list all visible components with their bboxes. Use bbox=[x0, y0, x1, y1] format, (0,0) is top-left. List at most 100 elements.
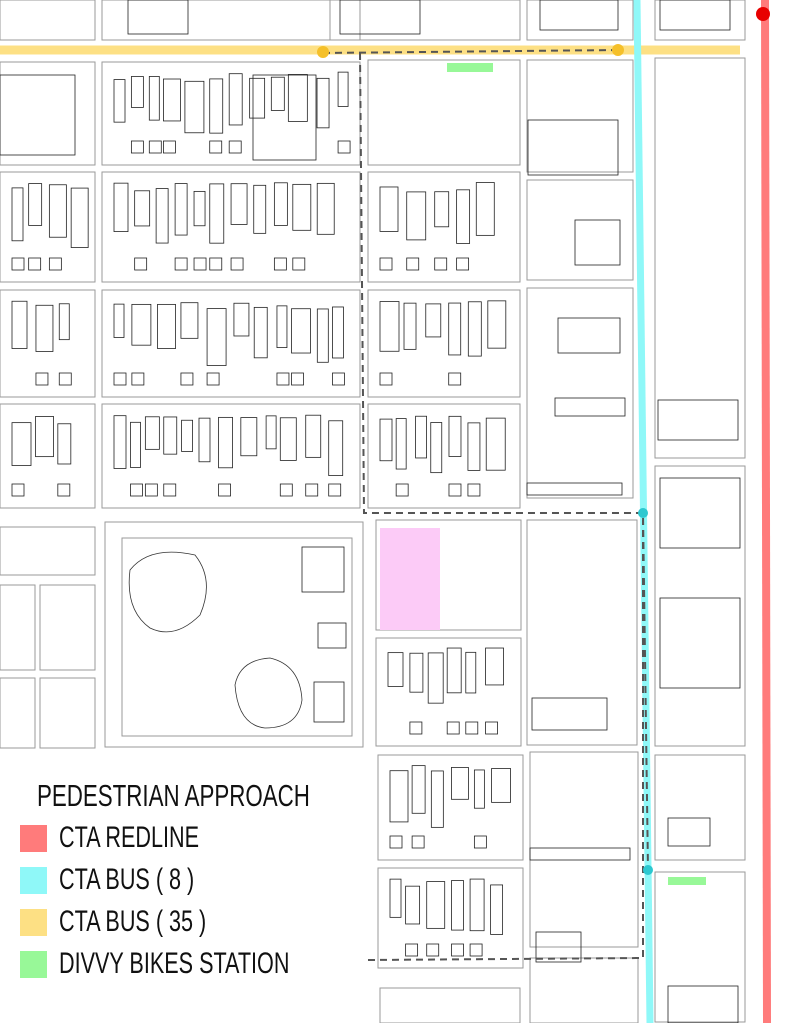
building bbox=[131, 303, 152, 346]
building bbox=[379, 301, 400, 352]
city-block bbox=[379, 987, 521, 1023]
garage bbox=[405, 943, 419, 957]
building bbox=[339, 0, 421, 35]
building bbox=[249, 77, 266, 119]
building bbox=[184, 80, 205, 134]
building bbox=[113, 79, 126, 123]
building bbox=[527, 119, 619, 176]
garage bbox=[411, 835, 425, 849]
building bbox=[113, 415, 127, 469]
building bbox=[467, 422, 481, 471]
building bbox=[28, 183, 43, 226]
building bbox=[206, 308, 227, 366]
bus-8-swatch bbox=[20, 866, 47, 894]
building bbox=[155, 188, 169, 244]
building bbox=[228, 73, 243, 126]
building bbox=[328, 420, 344, 476]
building bbox=[48, 184, 67, 238]
legend-title: PEDESTRIAN APPROACH bbox=[37, 778, 310, 813]
building bbox=[233, 302, 250, 337]
building bbox=[467, 301, 482, 357]
bus-8-stop bbox=[643, 865, 653, 875]
redline-route bbox=[761, 0, 771, 1023]
project-site bbox=[380, 528, 440, 630]
garage bbox=[228, 140, 242, 154]
building bbox=[265, 415, 277, 450]
building bbox=[252, 74, 317, 161]
garage bbox=[35, 372, 49, 386]
building bbox=[301, 546, 345, 593]
building bbox=[574, 219, 621, 266]
building bbox=[659, 597, 741, 689]
building bbox=[448, 415, 462, 457]
garage bbox=[218, 483, 231, 497]
pedestrian-route bbox=[359, 52, 649, 871]
building bbox=[539, 0, 619, 31]
building bbox=[157, 303, 176, 349]
building bbox=[279, 417, 297, 461]
building bbox=[469, 878, 485, 932]
building bbox=[411, 765, 426, 814]
city-block bbox=[104, 521, 364, 748]
building bbox=[554, 397, 626, 417]
city-block bbox=[377, 754, 524, 861]
building bbox=[425, 303, 442, 338]
building bbox=[163, 416, 178, 455]
building bbox=[240, 417, 258, 457]
garage bbox=[292, 257, 306, 271]
garage bbox=[48, 257, 62, 271]
garage bbox=[291, 372, 304, 386]
building bbox=[253, 184, 267, 234]
garage bbox=[148, 140, 162, 154]
bus-35-stop bbox=[612, 44, 624, 56]
garage bbox=[379, 372, 393, 386]
garage bbox=[337, 140, 351, 154]
redline-station bbox=[756, 7, 770, 21]
garage bbox=[57, 483, 71, 497]
building bbox=[180, 302, 199, 339]
garage bbox=[58, 372, 72, 386]
building bbox=[409, 652, 424, 693]
garage bbox=[332, 372, 345, 386]
building bbox=[11, 422, 32, 466]
garage bbox=[28, 257, 42, 271]
building bbox=[535, 931, 582, 963]
building bbox=[11, 300, 28, 349]
legend-item-redline: CTA REDLINE bbox=[20, 817, 416, 859]
building bbox=[475, 182, 495, 236]
legend-item-divvy: DIVVY BIKES STATION bbox=[20, 943, 416, 985]
bus-35-swatch bbox=[20, 908, 47, 936]
building bbox=[395, 418, 407, 470]
city-block bbox=[367, 171, 521, 283]
garage bbox=[434, 257, 448, 271]
city-block bbox=[101, 61, 361, 166]
garage bbox=[130, 140, 144, 154]
building bbox=[57, 423, 72, 465]
building bbox=[127, 0, 189, 35]
building bbox=[144, 416, 160, 450]
building bbox=[451, 767, 469, 800]
city-block bbox=[101, 0, 361, 41]
building bbox=[490, 884, 504, 935]
garage bbox=[395, 483, 409, 497]
building bbox=[485, 647, 504, 686]
building bbox=[426, 881, 446, 929]
building bbox=[659, 0, 731, 31]
city-block bbox=[526, 179, 634, 281]
building bbox=[35, 416, 54, 458]
legend-label: DIVVY BIKES STATION bbox=[59, 947, 290, 980]
building bbox=[465, 651, 477, 694]
city-block bbox=[375, 519, 522, 631]
city-block bbox=[101, 403, 361, 509]
building bbox=[316, 308, 329, 363]
building bbox=[415, 415, 427, 459]
garage bbox=[451, 943, 464, 957]
building bbox=[113, 303, 125, 338]
building bbox=[113, 182, 129, 232]
garage bbox=[448, 483, 462, 497]
city-block bbox=[377, 867, 524, 969]
buildings bbox=[0, 0, 741, 1023]
building bbox=[448, 302, 462, 356]
city-block bbox=[39, 584, 96, 671]
